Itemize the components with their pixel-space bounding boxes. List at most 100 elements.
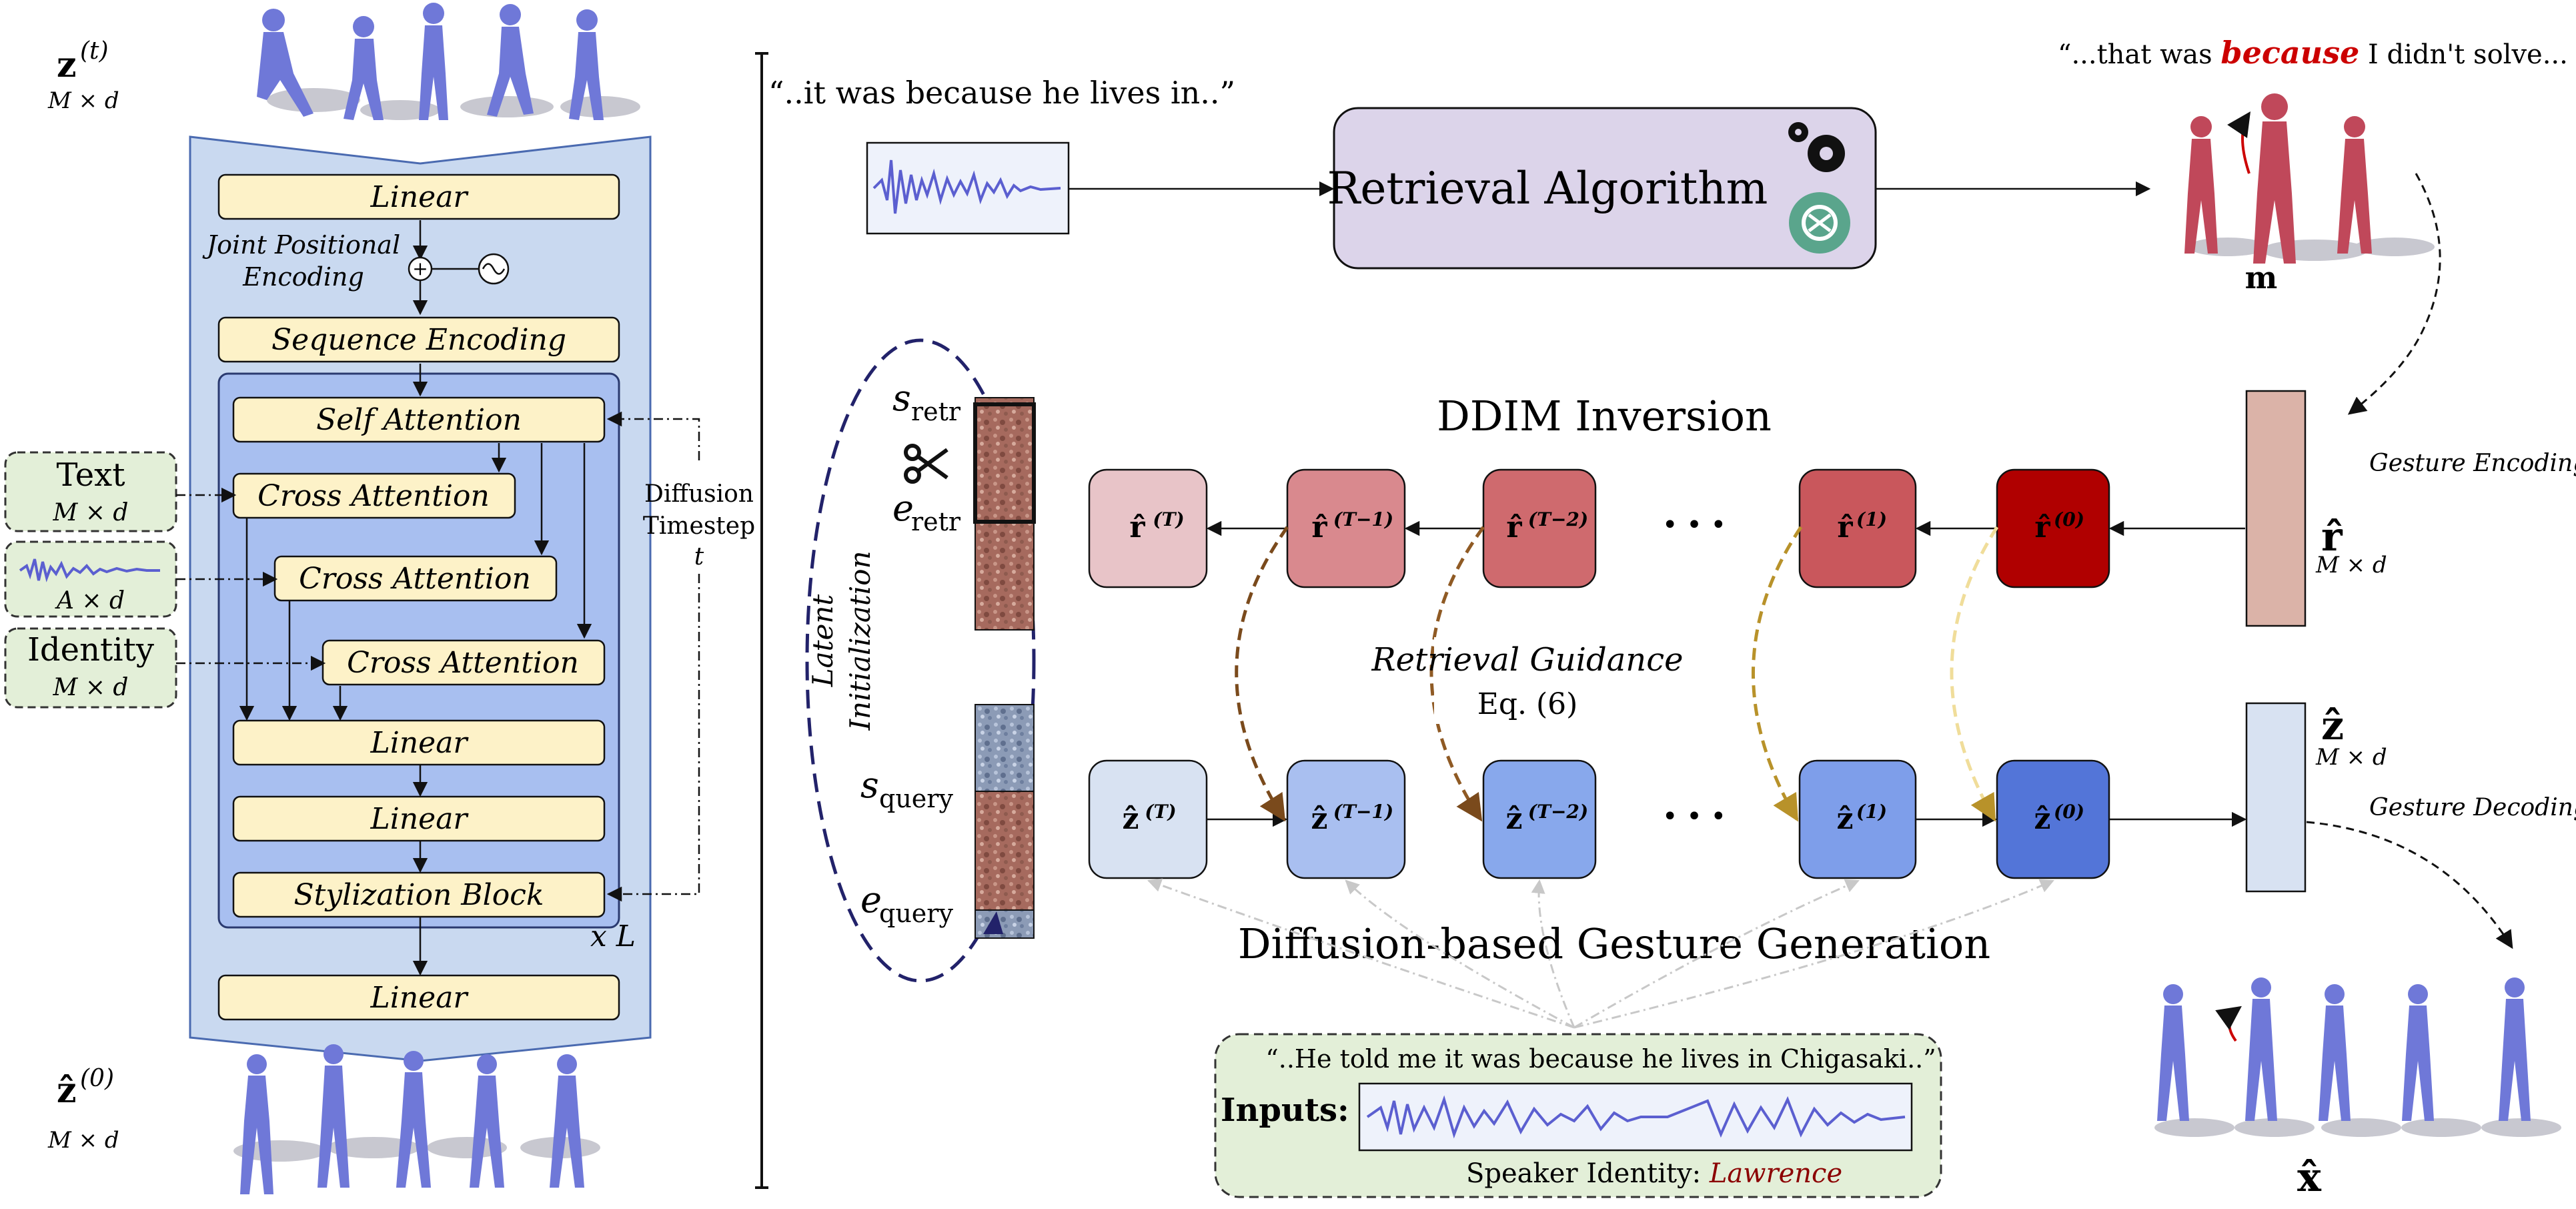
z-node-0: ẑ(0) bbox=[1996, 759, 2110, 879]
svg-text:ẑ: ẑ bbox=[2321, 703, 2344, 749]
svg-text:Timestep: Timestep bbox=[643, 512, 755, 540]
diffusion-timestep: Diffusion Timestep t bbox=[606, 411, 755, 902]
svg-text:Linear: Linear bbox=[370, 981, 470, 1015]
svg-text:(t): (t) bbox=[80, 37, 109, 65]
cross-attention-audio-block: Cross Attention bbox=[273, 555, 558, 602]
s-query-label: s query bbox=[860, 764, 953, 813]
svg-text:r̂: r̂ bbox=[1837, 510, 1853, 544]
svg-text:(0): (0) bbox=[80, 1065, 114, 1092]
svg-text:Initialization: Initialization bbox=[844, 550, 876, 731]
r-hat-latent: r̂ M × d bbox=[2245, 390, 2387, 627]
svg-text:“..He told me it was because h: “..He told me it was because he lives in… bbox=[1265, 1044, 1936, 1074]
retrieved-motion-figures bbox=[2184, 93, 2435, 264]
svg-text:ẑ: ẑ bbox=[2034, 802, 2051, 836]
svg-text:retr: retr bbox=[911, 397, 961, 426]
svg-text:(T−1): (T−1) bbox=[1333, 508, 1393, 530]
svg-text:Joint Positional: Joint Positional bbox=[202, 230, 400, 260]
svg-text:s: s bbox=[892, 377, 911, 419]
svg-text:Retrieval Guidance: Retrieval Guidance bbox=[1371, 641, 1683, 679]
stylization-block: Stylization Block bbox=[232, 871, 606, 918]
gear-icon bbox=[1788, 122, 1845, 172]
z-node-1: ẑ(1) bbox=[1798, 759, 1917, 879]
svg-text:(1): (1) bbox=[1856, 508, 1887, 530]
svg-text:(T−2): (T−2) bbox=[1528, 508, 1588, 530]
self-attention-block: Self Attention bbox=[232, 396, 606, 443]
inputs-box: “..He told me it was because he lives in… bbox=[1214, 1033, 1942, 1198]
svg-text:ẑ: ẑ bbox=[57, 1070, 77, 1111]
generation-title: Diffusion-based Gesture Generation bbox=[1238, 919, 1990, 968]
svg-text:Cross Attention: Cross Attention bbox=[347, 646, 579, 680]
svg-text:M × d: M × d bbox=[53, 674, 129, 701]
svg-text:e: e bbox=[860, 879, 882, 921]
svg-text:r̂: r̂ bbox=[1506, 510, 1522, 544]
text-input: Text M × d bbox=[4, 451, 177, 532]
svg-text:Identity: Identity bbox=[27, 631, 154, 669]
svg-text:M × d: M × d bbox=[2315, 552, 2387, 578]
z-row-ellipsis: • • • bbox=[1662, 801, 1726, 832]
query-latent-strip bbox=[975, 704, 1035, 939]
svg-text:r̂: r̂ bbox=[2034, 510, 2050, 544]
svg-text:Retrieval Algorithm: Retrieval Algorithm bbox=[1327, 163, 1768, 214]
svg-text:M × d: M × d bbox=[53, 499, 129, 526]
layer-repeat-label: x L bbox=[590, 919, 636, 953]
svg-text:(0): (0) bbox=[2054, 801, 2084, 823]
svg-text:Inputs:: Inputs: bbox=[1221, 1092, 1349, 1129]
linear-block-2: Linear bbox=[232, 719, 606, 766]
cross-attention-text-block: Cross Attention bbox=[232, 472, 516, 519]
r-node-row: r̂(T) r̂(T−1) r̂(T−2) r̂(1) r̂(0) bbox=[1088, 468, 2110, 588]
human-poses-bottom bbox=[233, 1044, 600, 1194]
svg-text:r̂: r̂ bbox=[2321, 514, 2343, 560]
svg-text:r̂: r̂ bbox=[1129, 510, 1145, 544]
retrieved-quote: “...that was because I didn't solve... ” bbox=[2058, 35, 2576, 71]
waveform-icon bbox=[19, 558, 160, 582]
svg-text:query: query bbox=[879, 784, 953, 813]
svg-text:(T−2): (T−2) bbox=[1528, 801, 1588, 823]
e-retr-label: e retr bbox=[892, 487, 961, 536]
svg-text:retr: retr bbox=[911, 507, 961, 536]
svg-text:(1): (1) bbox=[1856, 801, 1887, 823]
sequence-encoding-block: Sequence Encoding bbox=[217, 316, 620, 363]
svg-text:M × d: M × d bbox=[47, 87, 119, 114]
z-top-label: z (t) M × d bbox=[47, 37, 119, 114]
query-quote: “..it was because he lives in..” bbox=[768, 75, 1235, 111]
retrieval-guidance-label: Retrieval Guidance Eq. (6) bbox=[1371, 637, 1684, 724]
s-retr-label: s retr bbox=[892, 377, 961, 426]
svg-text:Latent: Latent bbox=[806, 594, 839, 688]
linear-top-block: Linear bbox=[217, 173, 620, 220]
svg-text:M × d: M × d bbox=[2315, 744, 2387, 771]
z-node-T: ẑ(T) bbox=[1088, 759, 1208, 879]
svg-text:Text: Text bbox=[56, 456, 125, 494]
left-blocks: Linear Sequence Encoding Self Attention … bbox=[217, 173, 620, 1021]
r-node-T-2: r̂ (T−2) bbox=[1482, 468, 1597, 588]
query-audio-waveform bbox=[866, 141, 1070, 235]
human-poses-top bbox=[257, 3, 640, 120]
cross-attention-identity-block: Cross Attention bbox=[321, 639, 606, 686]
svg-text:Speaker Identity: Lawrence: Speaker Identity: Lawrence bbox=[1466, 1158, 1842, 1189]
ddim-inversion-title: DDIM Inversion bbox=[1437, 392, 1772, 440]
svg-text:M × d: M × d bbox=[47, 1127, 119, 1154]
retrieval-algorithm-box: Retrieval Algorithm bbox=[1327, 107, 1877, 270]
svg-text:query: query bbox=[879, 899, 953, 928]
svg-text:Stylization Block: Stylization Block bbox=[293, 878, 544, 912]
svg-text:(0): (0) bbox=[2054, 508, 2084, 530]
svg-text:Sequence Encoding: Sequence Encoding bbox=[271, 323, 566, 357]
svg-text:Encoding: Encoding bbox=[242, 262, 364, 292]
z-bottom-label: ẑ (0) M × d bbox=[47, 1065, 119, 1154]
motion-m-label: m bbox=[2245, 260, 2278, 296]
svg-text:Cross Attention: Cross Attention bbox=[257, 479, 490, 513]
openai-icon bbox=[1789, 192, 1850, 254]
retrieved-latent-strip bbox=[973, 397, 1036, 631]
panel-divider bbox=[755, 52, 768, 1189]
r-node-T: r̂(T) bbox=[1088, 468, 1208, 588]
svg-text:Cross Attention: Cross Attention bbox=[299, 562, 531, 596]
svg-text:“...that was because I didn't: “...that was because I didn't solve... ” bbox=[2058, 35, 2576, 71]
x-hat-label: x̂ bbox=[2297, 1154, 2322, 1201]
latent-initialization-label: Latent Initialization bbox=[806, 550, 876, 731]
gesture-encoding-label: Gesture Encoding bbox=[2369, 450, 2576, 477]
svg-text:Self Attention: Self Attention bbox=[316, 403, 522, 437]
r-row-ellipsis: • • • bbox=[1662, 510, 1726, 540]
z-node-row: ẑ(T) ẑ(T−1) ẑ(T−2) ẑ(1) ẑ(0) bbox=[1088, 759, 2110, 879]
latent-initialization-ellipse bbox=[805, 338, 1036, 983]
svg-text:(T): (T) bbox=[1145, 801, 1176, 823]
e-query-label: e query bbox=[860, 879, 953, 928]
